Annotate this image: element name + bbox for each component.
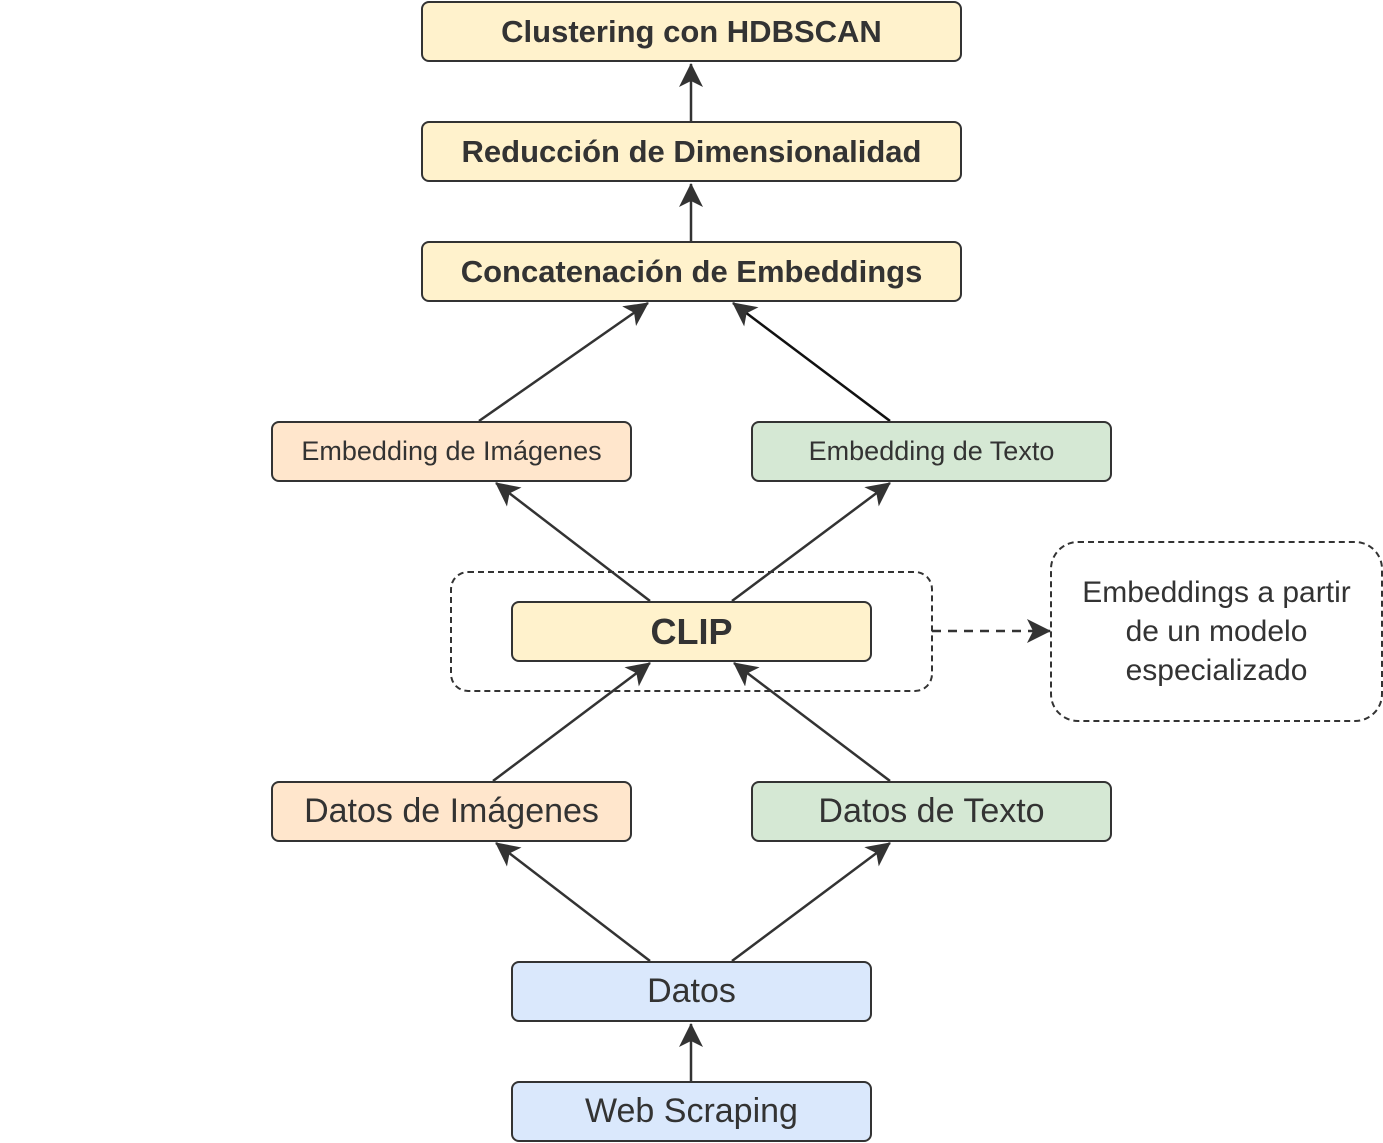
embedding-imagenes-node[interactable]: Embedding de Imágenes (271, 421, 632, 482)
web-scraping-label: Web Scraping (585, 1092, 798, 1130)
datos-imagenes-node[interactable]: Datos de Imágenes (271, 781, 632, 842)
note-specialized-model: Embeddings a partir de un modelo especia… (1050, 541, 1383, 722)
concatenacion-node[interactable]: Concatenación de Embeddings (421, 241, 962, 302)
embedding-texto-node[interactable]: Embedding de Texto (751, 421, 1112, 482)
datos-texto-node[interactable]: Datos de Texto (751, 781, 1112, 842)
datos-node[interactable]: Datos (511, 961, 872, 1022)
arrow-datos-to-datos-texto (731, 841, 891, 963)
datos-label: Datos (647, 972, 736, 1010)
embedding-imagenes-label: Embedding de Imágenes (301, 436, 602, 466)
reduccion-node[interactable]: Reducción de Dimensionalidad (421, 121, 962, 182)
clustering-node[interactable]: Clustering con HDBSCAN (421, 1, 962, 62)
arrow-clip-to-embedding-imagenes (495, 482, 651, 602)
clip-node[interactable]: CLIP (511, 601, 872, 662)
clustering-label: Clustering con HDBSCAN (501, 13, 882, 49)
embedding-texto-label: Embedding de Texto (808, 436, 1055, 466)
arrow-datos-texto-to-clip (733, 662, 891, 782)
clip-group-frame (450, 571, 933, 692)
note-text: Embeddings a partir de un modelo especia… (1082, 576, 1351, 687)
datos-imagenes-label: Datos de Imágenes (304, 792, 599, 830)
datos-texto-label: Datos de Texto (818, 792, 1045, 830)
arrow-embedding-texto-to-concatenacion (732, 302, 891, 422)
clip-label: CLIP (650, 610, 733, 652)
web-scraping-node[interactable]: Web Scraping (511, 1081, 872, 1142)
arrow-clip-to-embedding-texto (731, 481, 891, 603)
concatenacion-label: Concatenación de Embeddings (460, 253, 923, 289)
arrow-embedding-imagenes-to-concatenacion (478, 301, 649, 423)
arrow-datos-to-datos-imagenes (495, 842, 651, 962)
reduccion-label: Reducción de Dimensionalidad (461, 133, 922, 169)
arrow-datos-imagenes-to-clip (492, 662, 651, 782)
